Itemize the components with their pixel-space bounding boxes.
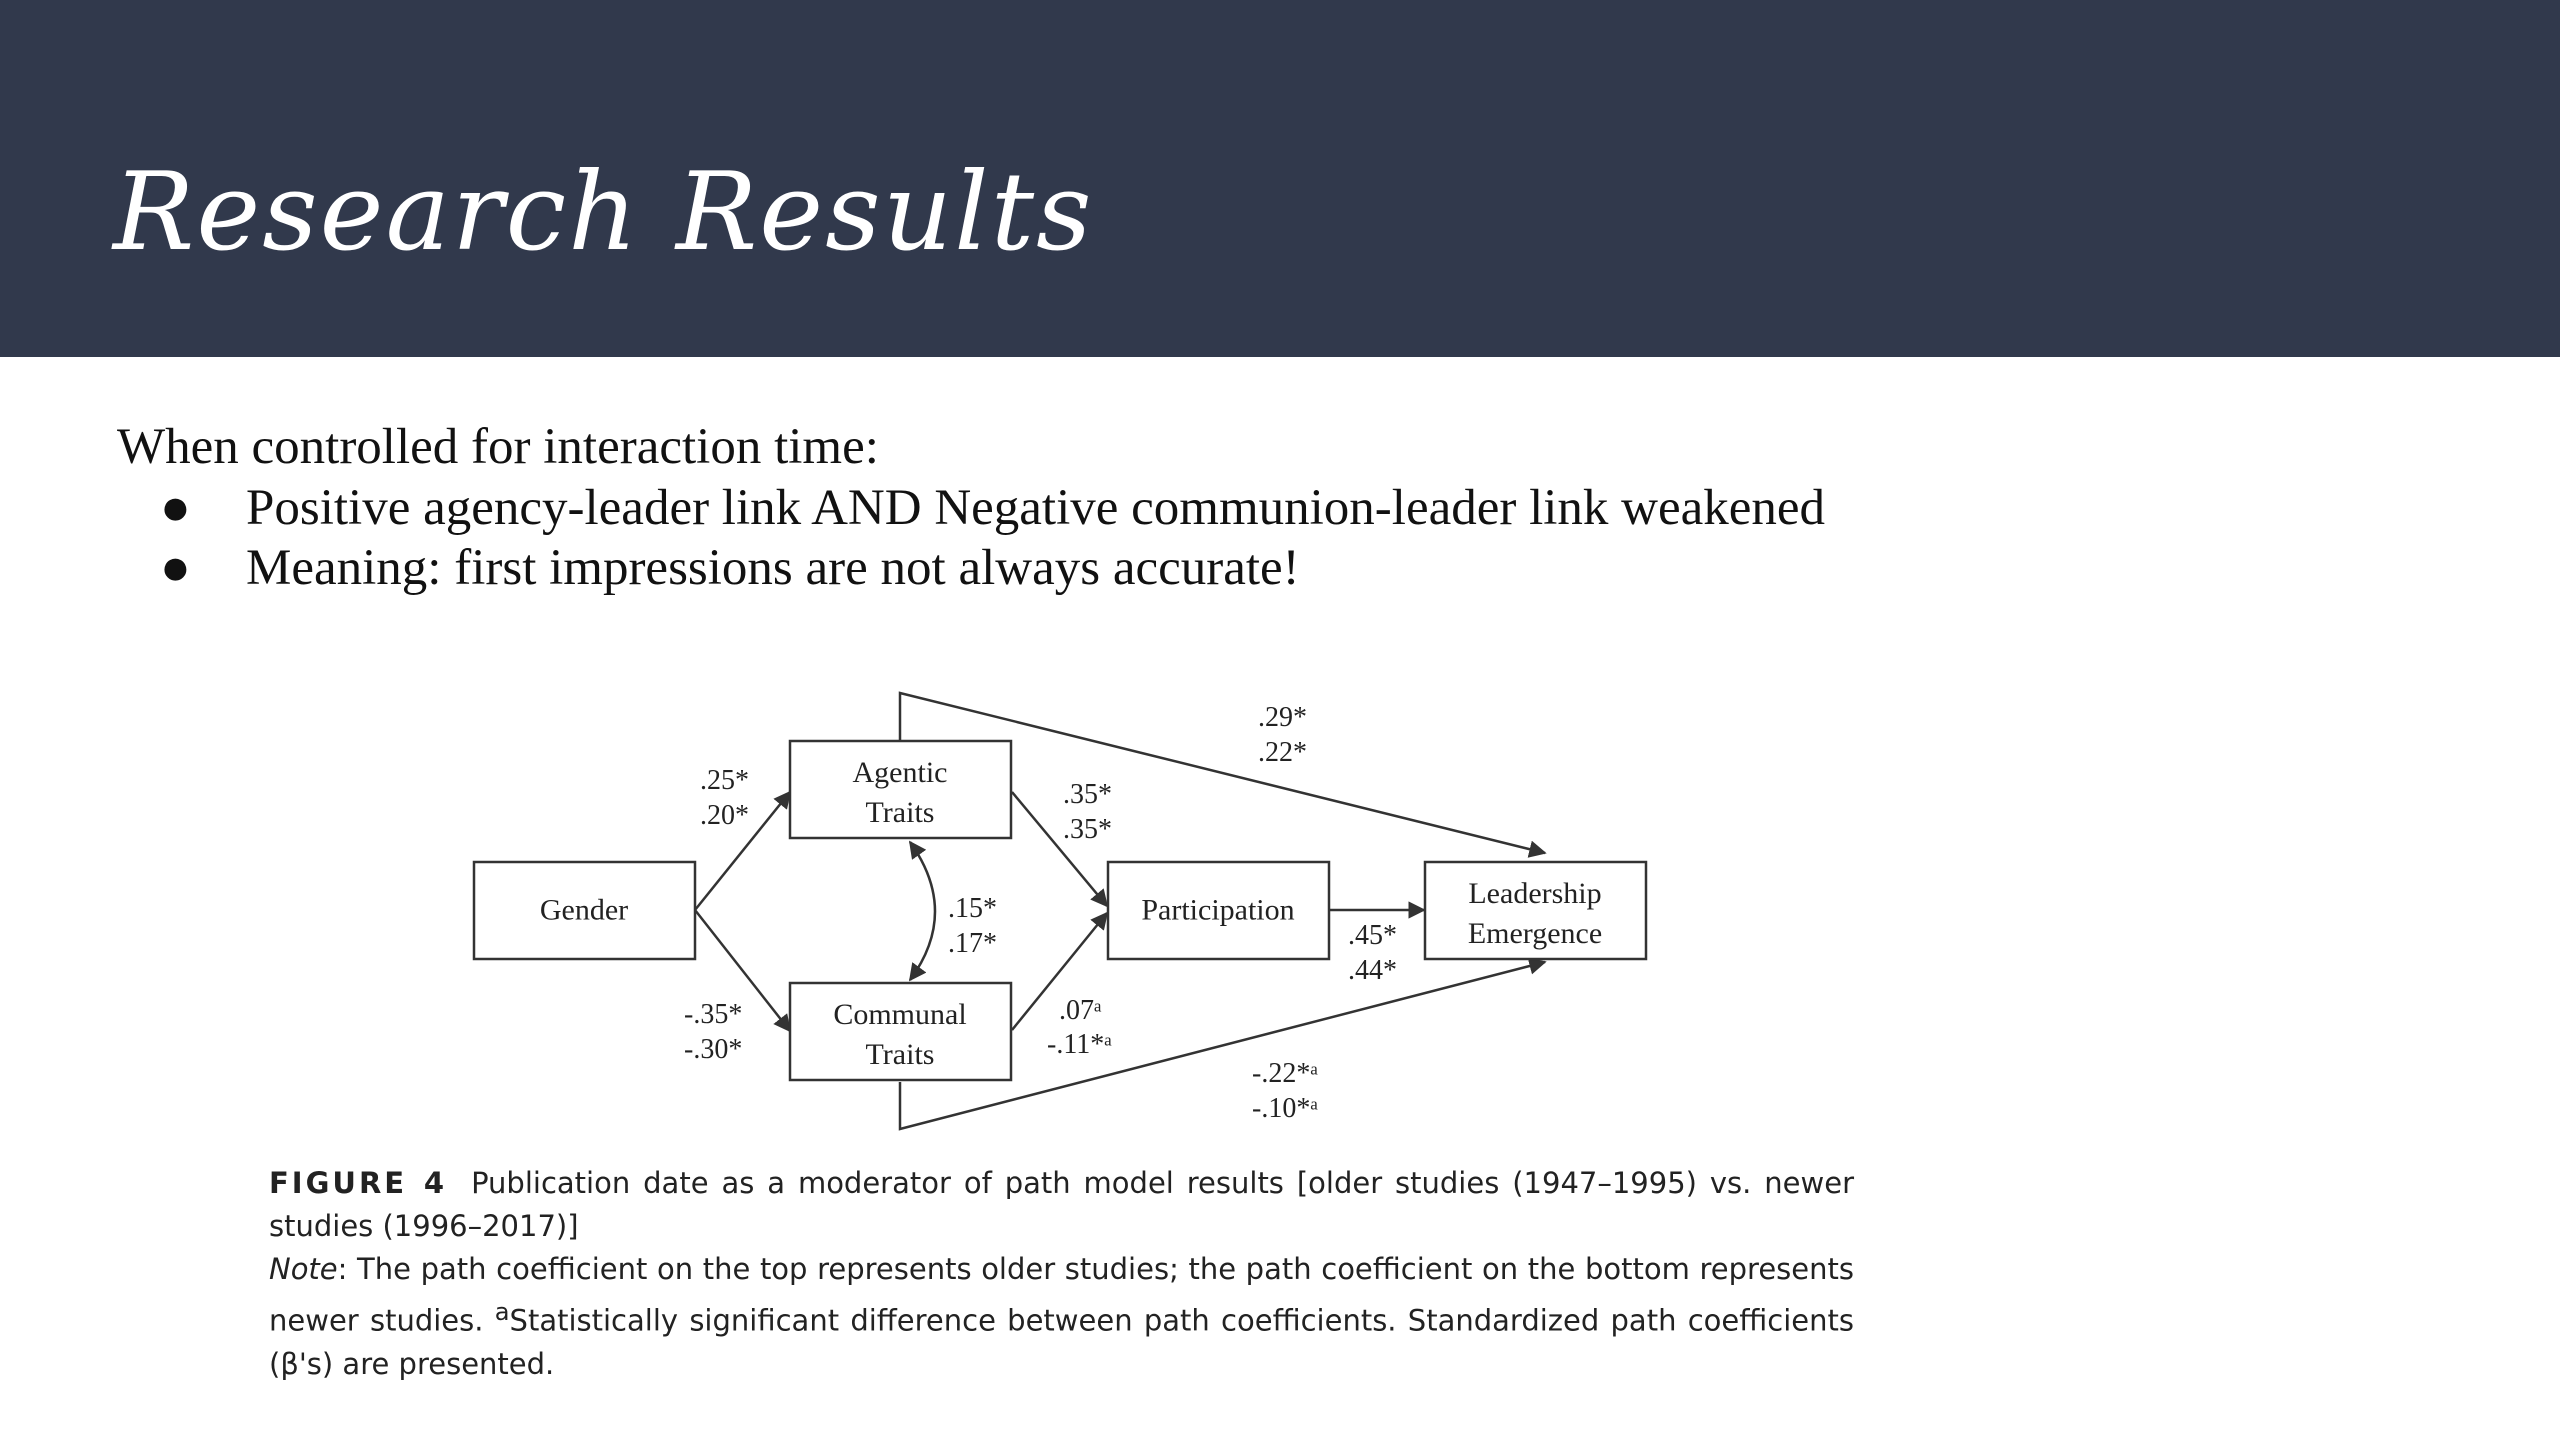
coef-communal-participation: .07ᵃ -.11*ᵃ (1047, 995, 1112, 1060)
node-label: Traits (866, 796, 935, 829)
node-agentic-traits: Agentic Traits (788, 739, 1013, 840)
intro-text: When controlled for interaction time: (117, 419, 879, 475)
coef-newer: .20* (700, 800, 749, 831)
coef-communal-leadership: -.22*ᵃ -.10*ᵃ (1252, 1058, 1318, 1124)
edge-communal-participation (1011, 911, 1109, 1031)
coef-older: .15* (948, 893, 997, 924)
bullet-item: ● Meaning: first impressions are not alw… (160, 538, 1825, 598)
coef-participation-leadership: .45* .44* (1348, 920, 1397, 986)
figure-text: Publication date as a moderator of path … (269, 1166, 1854, 1243)
coef-older: .35* (1063, 779, 1112, 810)
coef-newer: -.10*ᵃ (1252, 1093, 1318, 1124)
bullet-icon: ● (160, 480, 191, 536)
bullet-item: ● Positive agency-leader link AND Negati… (160, 478, 1825, 538)
note-label: Note (269, 1252, 338, 1286)
coef-older: .25* (700, 765, 749, 796)
edge-agentic-communal (908, 840, 937, 982)
note-text: : The path coefficient on the top repres… (269, 1252, 1854, 1338)
node-label: Agentic (853, 756, 948, 789)
coef-gender-agentic: .25* .20* (700, 765, 749, 831)
coef-newer: -.30* (684, 1034, 742, 1065)
node-leadership-emergence: Leadership Emergence (1423, 860, 1648, 961)
coef-newer: .35* (1063, 814, 1112, 845)
note-superscript: a (494, 1298, 510, 1326)
bullet-icon: ● (160, 540, 191, 596)
edge-agentic-leadership (898, 691, 1547, 858)
coef-older: .29* (1258, 702, 1307, 733)
coef-older: -.35* (684, 999, 742, 1030)
node-label: Leadership (1468, 877, 1601, 910)
coef-older: .45* (1348, 920, 1397, 951)
coef-newer: -.11*ᵃ (1047, 1029, 1112, 1060)
caption-note: Note: The path coefficient on the top re… (269, 1248, 1854, 1386)
node-label: Participation (1141, 894, 1294, 927)
coef-older: -.22*ᵃ (1252, 1058, 1318, 1089)
node-participation: Participation (1106, 860, 1331, 961)
coef-older: .07ᵃ (1059, 995, 1102, 1026)
node-gender: Gender (472, 860, 697, 961)
coef-agentic-leadership: .29* .22* (1258, 702, 1307, 768)
node-communal-traits: Communal Traits (788, 981, 1013, 1082)
title-bar: Research Results (0, 0, 2560, 357)
figure-label: FIGURE 4 (269, 1166, 448, 1200)
bullet-text: Positive agency-leader link AND Negative… (246, 480, 1826, 536)
coef-gender-communal: -.35* -.30* (684, 999, 742, 1065)
coef-agentic-participation: .35* .35* (1063, 779, 1112, 845)
coef-newer: .17* (948, 928, 997, 959)
edge-communal-leadership (898, 957, 1547, 1131)
edge-agentic-participation (1011, 791, 1109, 908)
node-label: Gender (540, 894, 628, 927)
coef-newer: .44* (1348, 955, 1397, 986)
node-label: Emergence (1468, 917, 1602, 950)
bullet-text: Meaning: first impressions are not alway… (246, 540, 1300, 596)
slide-title: Research Results (113, 150, 1094, 275)
coef-agentic-communal: .15* .17* (948, 893, 997, 959)
bullet-list: ● Positive agency-leader link AND Negati… (160, 478, 1825, 598)
coef-newer: .22* (1258, 737, 1307, 768)
node-label: Communal (833, 998, 966, 1031)
edge-gender-agentic (694, 790, 792, 911)
note-text-2: Statistically significant difference bet… (269, 1303, 1854, 1381)
node-label: Traits (866, 1038, 935, 1071)
edge-gender-communal (694, 909, 792, 1033)
